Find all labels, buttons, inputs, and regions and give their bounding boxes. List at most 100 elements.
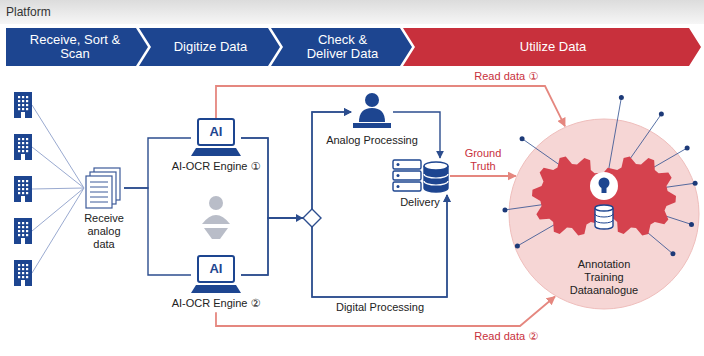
server-icon xyxy=(390,158,450,194)
bulb-base xyxy=(602,188,607,193)
operator-icon xyxy=(202,196,230,239)
text-line xyxy=(90,197,108,198)
section-label: Platform xyxy=(6,5,51,19)
node-label: Receive analog data xyxy=(81,212,127,252)
laptop-base xyxy=(191,285,241,293)
wire xyxy=(32,147,84,188)
bulb-disc xyxy=(590,172,618,200)
hub-circle xyxy=(509,119,699,309)
operator-arrow xyxy=(204,228,228,239)
server-led xyxy=(397,163,400,166)
chevron-fill xyxy=(403,28,701,66)
chevron-fill xyxy=(271,28,412,66)
node-label: AI-OCR Engine ② xyxy=(172,297,261,310)
network-dot xyxy=(619,95,624,100)
database-rings xyxy=(424,174,448,185)
node-label: Check & Deliver Data xyxy=(297,33,389,62)
icon-holder xyxy=(84,166,124,210)
database-top xyxy=(424,162,448,170)
network-dot xyxy=(502,207,507,212)
building-icon xyxy=(14,260,32,286)
merge-arrowhead xyxy=(296,214,303,222)
node-label: Annotation Training Dataanalogue xyxy=(564,258,644,298)
building-icon xyxy=(14,92,32,118)
chevron-fill xyxy=(6,28,148,66)
data-arrow xyxy=(450,175,516,177)
network-dot xyxy=(670,251,675,256)
text-line xyxy=(90,202,108,203)
stage-chevron: Utilize Data xyxy=(403,28,701,66)
connectors xyxy=(124,86,565,326)
node-label: Receive, Sort & Scan xyxy=(29,33,121,62)
laptop-glyph xyxy=(191,119,241,156)
person-glyph xyxy=(353,93,391,128)
stage-chevron: Receive, Sort & Scan xyxy=(6,28,148,66)
network-rays xyxy=(502,95,697,256)
building-icon xyxy=(14,218,32,244)
icon-holder xyxy=(390,158,450,194)
stage-chevron: Check & Deliver Data xyxy=(271,28,412,66)
wire xyxy=(32,188,84,189)
wire xyxy=(32,188,84,231)
ocr-engine: AI AI-OCR Engine ② xyxy=(172,255,261,310)
laptop-glyph xyxy=(191,256,241,293)
network-dot xyxy=(515,244,520,249)
edge-label: Read data ② xyxy=(474,330,538,343)
database-rings xyxy=(595,214,613,223)
icon-holder: AI xyxy=(191,118,241,158)
network-dot xyxy=(659,112,664,117)
screen-text: AI xyxy=(191,260,241,278)
flow-arrow xyxy=(241,138,447,297)
person-body xyxy=(359,108,385,122)
network-dot xyxy=(689,222,694,227)
server-unit xyxy=(393,171,421,180)
data-hub-circle: Annotation Training Dataanalogue xyxy=(508,118,700,310)
bulb xyxy=(599,178,610,189)
node-label: AI-OCR Engine ① xyxy=(172,160,261,173)
edge-label: Digital Processing xyxy=(336,301,424,314)
delivery-server: Delivery xyxy=(390,158,450,209)
server-unit xyxy=(393,160,421,169)
server-led xyxy=(397,185,400,188)
network-dot xyxy=(685,146,690,151)
person-icon xyxy=(351,92,393,132)
server-unit xyxy=(393,182,421,191)
node-label: Digitize Data xyxy=(174,40,248,54)
data-arrow xyxy=(216,297,555,326)
network-dot xyxy=(693,181,698,186)
chevron-fill xyxy=(139,28,280,66)
network-dot xyxy=(520,136,525,141)
wire xyxy=(32,188,84,273)
operator-body xyxy=(202,215,230,224)
laptop-base xyxy=(191,148,241,156)
edge-label: Ground Truth xyxy=(461,147,506,173)
icon-holder: AI xyxy=(191,255,241,295)
text-line xyxy=(90,187,108,188)
decision-diamond xyxy=(303,209,321,227)
person-head xyxy=(365,93,379,107)
ocr-engine: AI AI-OCR Engine ① xyxy=(172,118,261,173)
doc-icon xyxy=(84,166,124,210)
stage-chevron: Digitize Data xyxy=(139,28,280,66)
source-wires xyxy=(32,105,84,273)
edge-label: Read data ① xyxy=(474,70,538,83)
screen-text: AI xyxy=(191,123,241,141)
document-icon: Receive analog data xyxy=(81,166,127,252)
server-led xyxy=(397,174,400,177)
doc-glyph xyxy=(86,168,120,208)
buildings xyxy=(14,92,32,286)
building-icon xyxy=(14,176,32,202)
header-band xyxy=(0,0,704,24)
flow-arrow xyxy=(124,188,191,275)
icon-holder xyxy=(351,92,393,132)
server-glyph xyxy=(393,160,448,192)
operator-head xyxy=(209,196,223,210)
database-top xyxy=(595,205,613,211)
text-line xyxy=(90,192,108,193)
text-line xyxy=(90,182,108,183)
wire xyxy=(32,105,84,188)
node-label: Utilize Data xyxy=(520,40,586,54)
building-icon xyxy=(14,134,32,160)
desk xyxy=(353,123,391,128)
